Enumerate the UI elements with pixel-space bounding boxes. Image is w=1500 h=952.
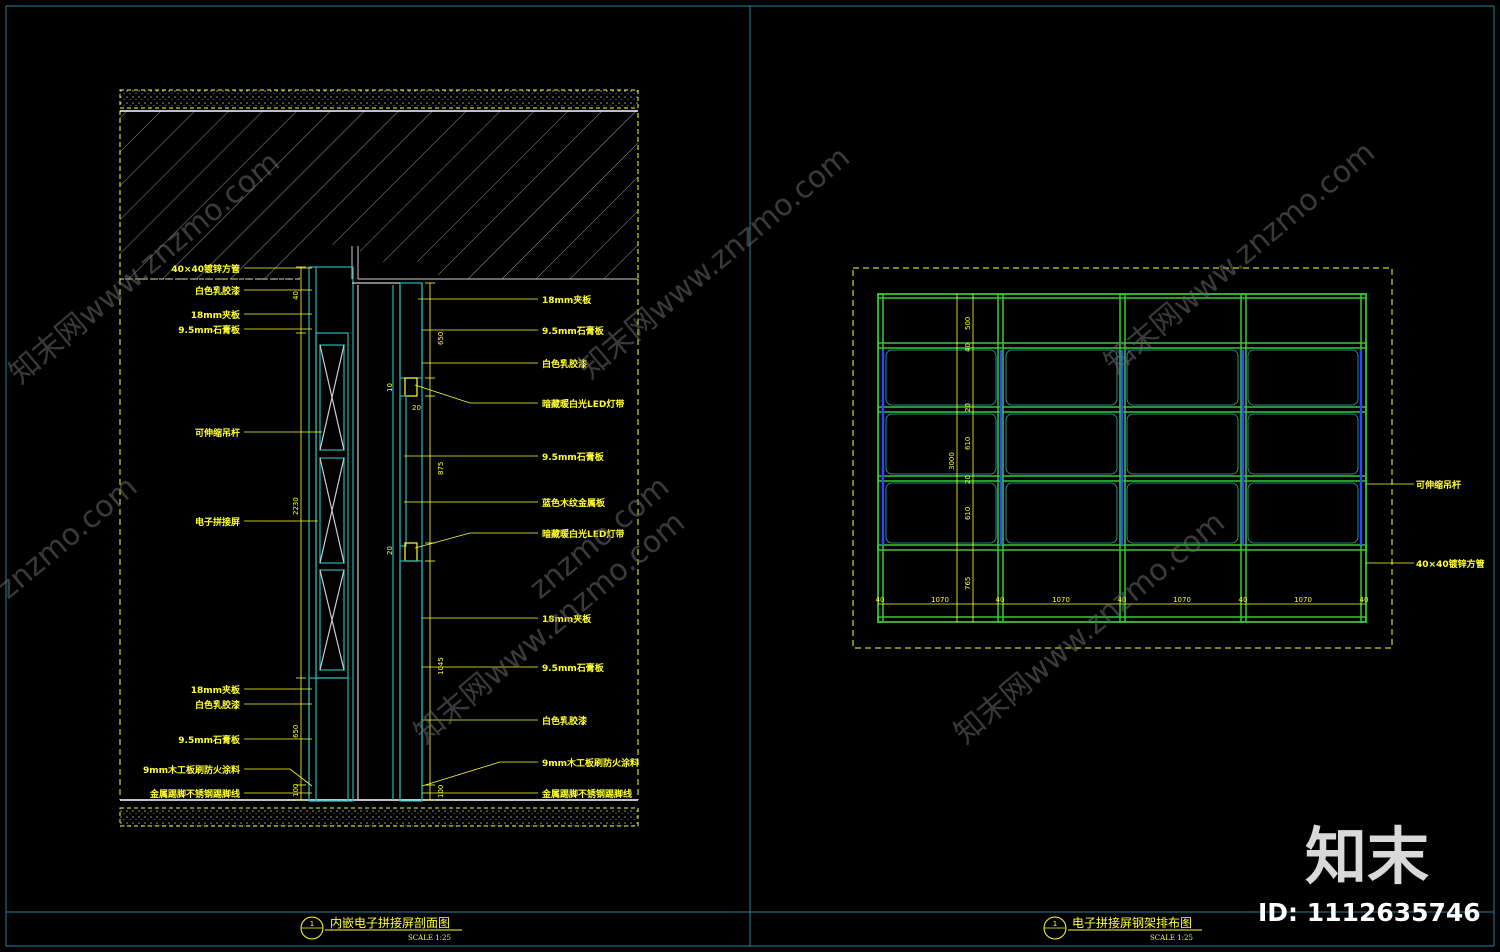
dim-right-3: 875: [437, 462, 445, 475]
watermark: 知末网www.znzmo.com: [948, 505, 1232, 751]
steel-frame-drawing: 3000 500 40 20 610 20 610 765 40 1070 40…: [852, 267, 1485, 942]
left-drawing-title: 内嵌电子拼接屏剖面图: [330, 915, 450, 930]
dim-v-6: 610: [964, 507, 972, 520]
label-left-6: 18mm夹板: [191, 684, 241, 696]
label-left-8: 9.5mm石膏板: [178, 734, 241, 746]
label-right-0: 18mm夹板: [542, 294, 592, 306]
watermark: 知末网www.znzmo.com: [1098, 135, 1382, 381]
section-dimension-text-left: 40 2230 650 100: [292, 291, 300, 797]
frame-dim-lines: [878, 294, 1414, 622]
dim-left-2: 650: [292, 725, 300, 738]
label-left-10: 金属踢脚不锈钢踢脚线: [149, 788, 240, 800]
label-right-9: 白色乳胶漆: [542, 715, 587, 727]
right-title-marker: 1: [1053, 920, 1057, 928]
ceiling-slab: [119, 89, 639, 109]
label-right-1: 9.5mm石膏板: [542, 325, 605, 337]
left-drawing-scale: SCALE 1:25: [408, 934, 451, 942]
dim-left-3: 100: [292, 784, 300, 797]
dim-left-1: 2230: [292, 497, 300, 515]
dim-right-0: 650: [437, 332, 445, 345]
dim-h-0: 40: [876, 596, 885, 604]
label-right-2: 白色乳胶漆: [542, 358, 587, 370]
dim-v-3: 20: [964, 403, 972, 412]
label-left-9: 9mm木工板刷防火涂料: [143, 764, 240, 776]
dim-right-1: 10: [386, 383, 394, 392]
frame-dims-vertical: 3000 500 40 20 610 20 610 765: [948, 317, 972, 590]
label-right-4: 9.5mm石膏板: [542, 451, 605, 463]
label-right-3: 暗藏暖白光LED灯带: [542, 398, 624, 410]
screen-wall-section: [308, 266, 354, 802]
label-right-8: 9.5mm石膏板: [542, 662, 605, 674]
right-leaders: [404, 298, 538, 794]
dim-v-5: 20: [964, 475, 972, 484]
right-labels: 18mm夹板 9.5mm石膏板 白色乳胶漆 暗藏暖白光LED灯带 9.5mm石膏…: [541, 294, 639, 800]
ceiling-void-hatch: [119, 110, 639, 280]
watermark: znzmo.com: [0, 469, 144, 606]
frame-label-hanger: 可伸缩吊杆: [1416, 479, 1461, 491]
dim-h-8: 40: [1360, 596, 1369, 604]
dim-h-4: 40: [1118, 596, 1127, 604]
right-drawing-scale: SCALE 1:25: [1150, 934, 1193, 942]
dim-left-0: 40: [292, 291, 300, 300]
left-title-block: 1 内嵌电子拼接屏剖面图 SCALE 1:25: [300, 915, 462, 942]
label-right-7: 18mm夹板: [542, 613, 592, 625]
right-drawing-title: 电子拼接屏钢架排布图: [1072, 915, 1192, 930]
right-title-block: 1 电子拼接屏钢架排布图 SCALE 1:25: [1043, 915, 1202, 942]
watermark: 知末网www.znzmo.com: [408, 505, 692, 751]
label-right-6: 暗藏暖白光LED灯带: [542, 528, 624, 540]
dim-right-4: 20: [386, 546, 394, 555]
dim-h-7: 1070: [1294, 596, 1312, 604]
back-wall-section: [352, 282, 423, 802]
brand-logo: 知末 ID: 1112635746: [1258, 820, 1481, 927]
left-labels: 40×40镀锌方管 白色乳胶漆 18mm夹板 9.5mm石膏板 可伸缩吊杆 电子…: [143, 263, 241, 800]
dim-right-5: 1045: [437, 657, 445, 675]
screen-columns: [881, 350, 1363, 545]
dim-right-6: 100: [437, 785, 445, 798]
dim-h-3: 1070: [1052, 596, 1070, 604]
frame-label-tube: 40×40镀锌方管: [1416, 558, 1485, 570]
dim-h-2: 40: [996, 596, 1005, 604]
label-right-5: 蓝色木纹金属板: [542, 497, 606, 509]
label-left-5: 电子拼接屏: [195, 516, 240, 528]
label-left-0: 40×40镀锌方管: [171, 263, 240, 275]
left-title-marker: 1: [310, 920, 314, 928]
dim-v-1: 500: [964, 317, 972, 330]
frame-dims-bottom: 40 1070 40 1070 40 1070 40 1070 40: [876, 596, 1369, 604]
dim-right-2: 20: [412, 404, 421, 412]
dim-h-1: 1070: [931, 596, 949, 604]
screen-panels: [885, 349, 1359, 544]
dim-v-7: 765: [964, 577, 972, 590]
sheet-frame: [5, 5, 1495, 947]
image-id: ID: 1112635746: [1258, 898, 1481, 927]
left-leaders: [244, 267, 322, 794]
label-left-2: 18mm夹板: [191, 309, 241, 321]
label-right-11: 金属踢脚不锈钢踢脚线: [541, 788, 632, 800]
dim-v-0: 3000: [948, 452, 956, 470]
section-dimension-text-right: 650 10 20 875 20 1045 100: [386, 332, 445, 798]
floor-slab: [119, 807, 639, 827]
brand-logo-text: 知末: [1305, 820, 1429, 893]
watermarks: 知末网www.znzmo.com 知末网www.znzmo.com 知末网www…: [0, 135, 1382, 751]
section-dimensions: [296, 266, 435, 801]
dim-h-6: 40: [1239, 596, 1248, 604]
dim-v-4: 610: [964, 437, 972, 450]
section-drawing: 40 2230 650 100 650 10 20 875 20 1045 10…: [119, 89, 639, 942]
label-left-3: 9.5mm石膏板: [178, 324, 241, 336]
dim-h-5: 1070: [1173, 596, 1191, 604]
label-left-4: 可伸缩吊杆: [195, 427, 240, 439]
label-left-7: 白色乳胶漆: [195, 699, 240, 711]
dim-v-2: 40: [964, 343, 972, 352]
label-right-10: 9mm木工板刷防火涂料: [542, 757, 639, 769]
label-left-1: 白色乳胶漆: [195, 285, 240, 297]
